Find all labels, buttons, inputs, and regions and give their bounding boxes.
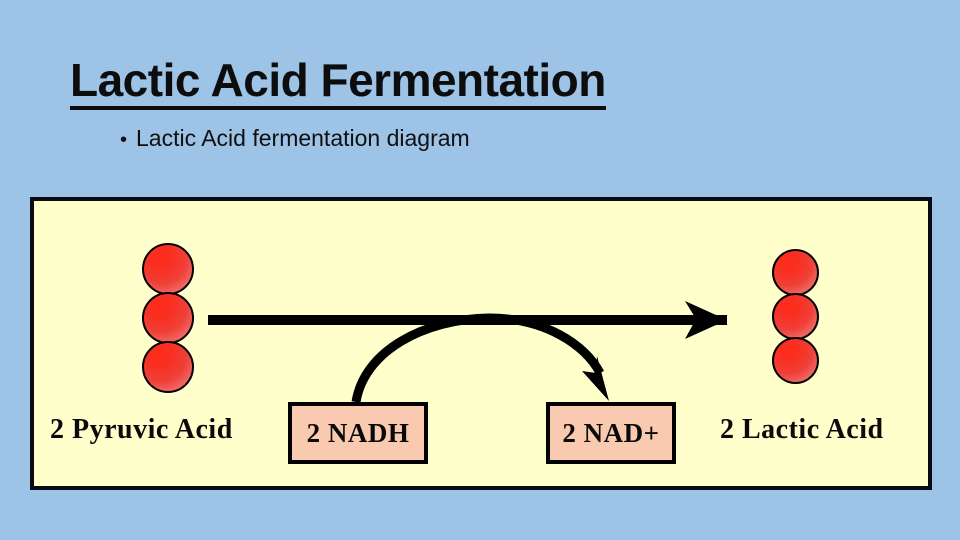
cofactor-arrow-curve [351,313,604,403]
bullet-list-item: • Lactic Acid fermentation diagram [120,125,470,152]
bullet-item-label: Lactic Acid fermentation diagram [136,125,470,151]
cofactor-arrow-head [582,356,609,401]
molecule-circle [772,293,819,340]
molecule-circle [142,243,194,295]
molecule-circle [142,341,194,393]
pyruvic-acid-molecule-stack [142,243,194,393]
page-title: Lactic Acid Fermentation [70,56,606,111]
lactic-acid-label: 2 Lactic Acid [720,414,884,445]
lactic-acid-molecule-stack [772,249,819,384]
diagram-arrow-layer [208,301,727,403]
pyruvic-acid-label: 2 Pyruvic Acid [50,414,233,445]
molecule-circle [772,337,819,384]
nadh-box: 2 NADH [288,402,428,464]
molecule-circle [142,292,194,344]
molecule-circle [772,249,819,296]
nad-plus-box: 2 NAD+ [546,402,676,464]
diagram-container: 2 NADH 2 NAD+ 2 Pyruvic Acid 2 Lactic Ac… [30,197,932,490]
bullet-marker-icon: • [120,129,128,151]
reaction-arrow-head [685,301,727,339]
